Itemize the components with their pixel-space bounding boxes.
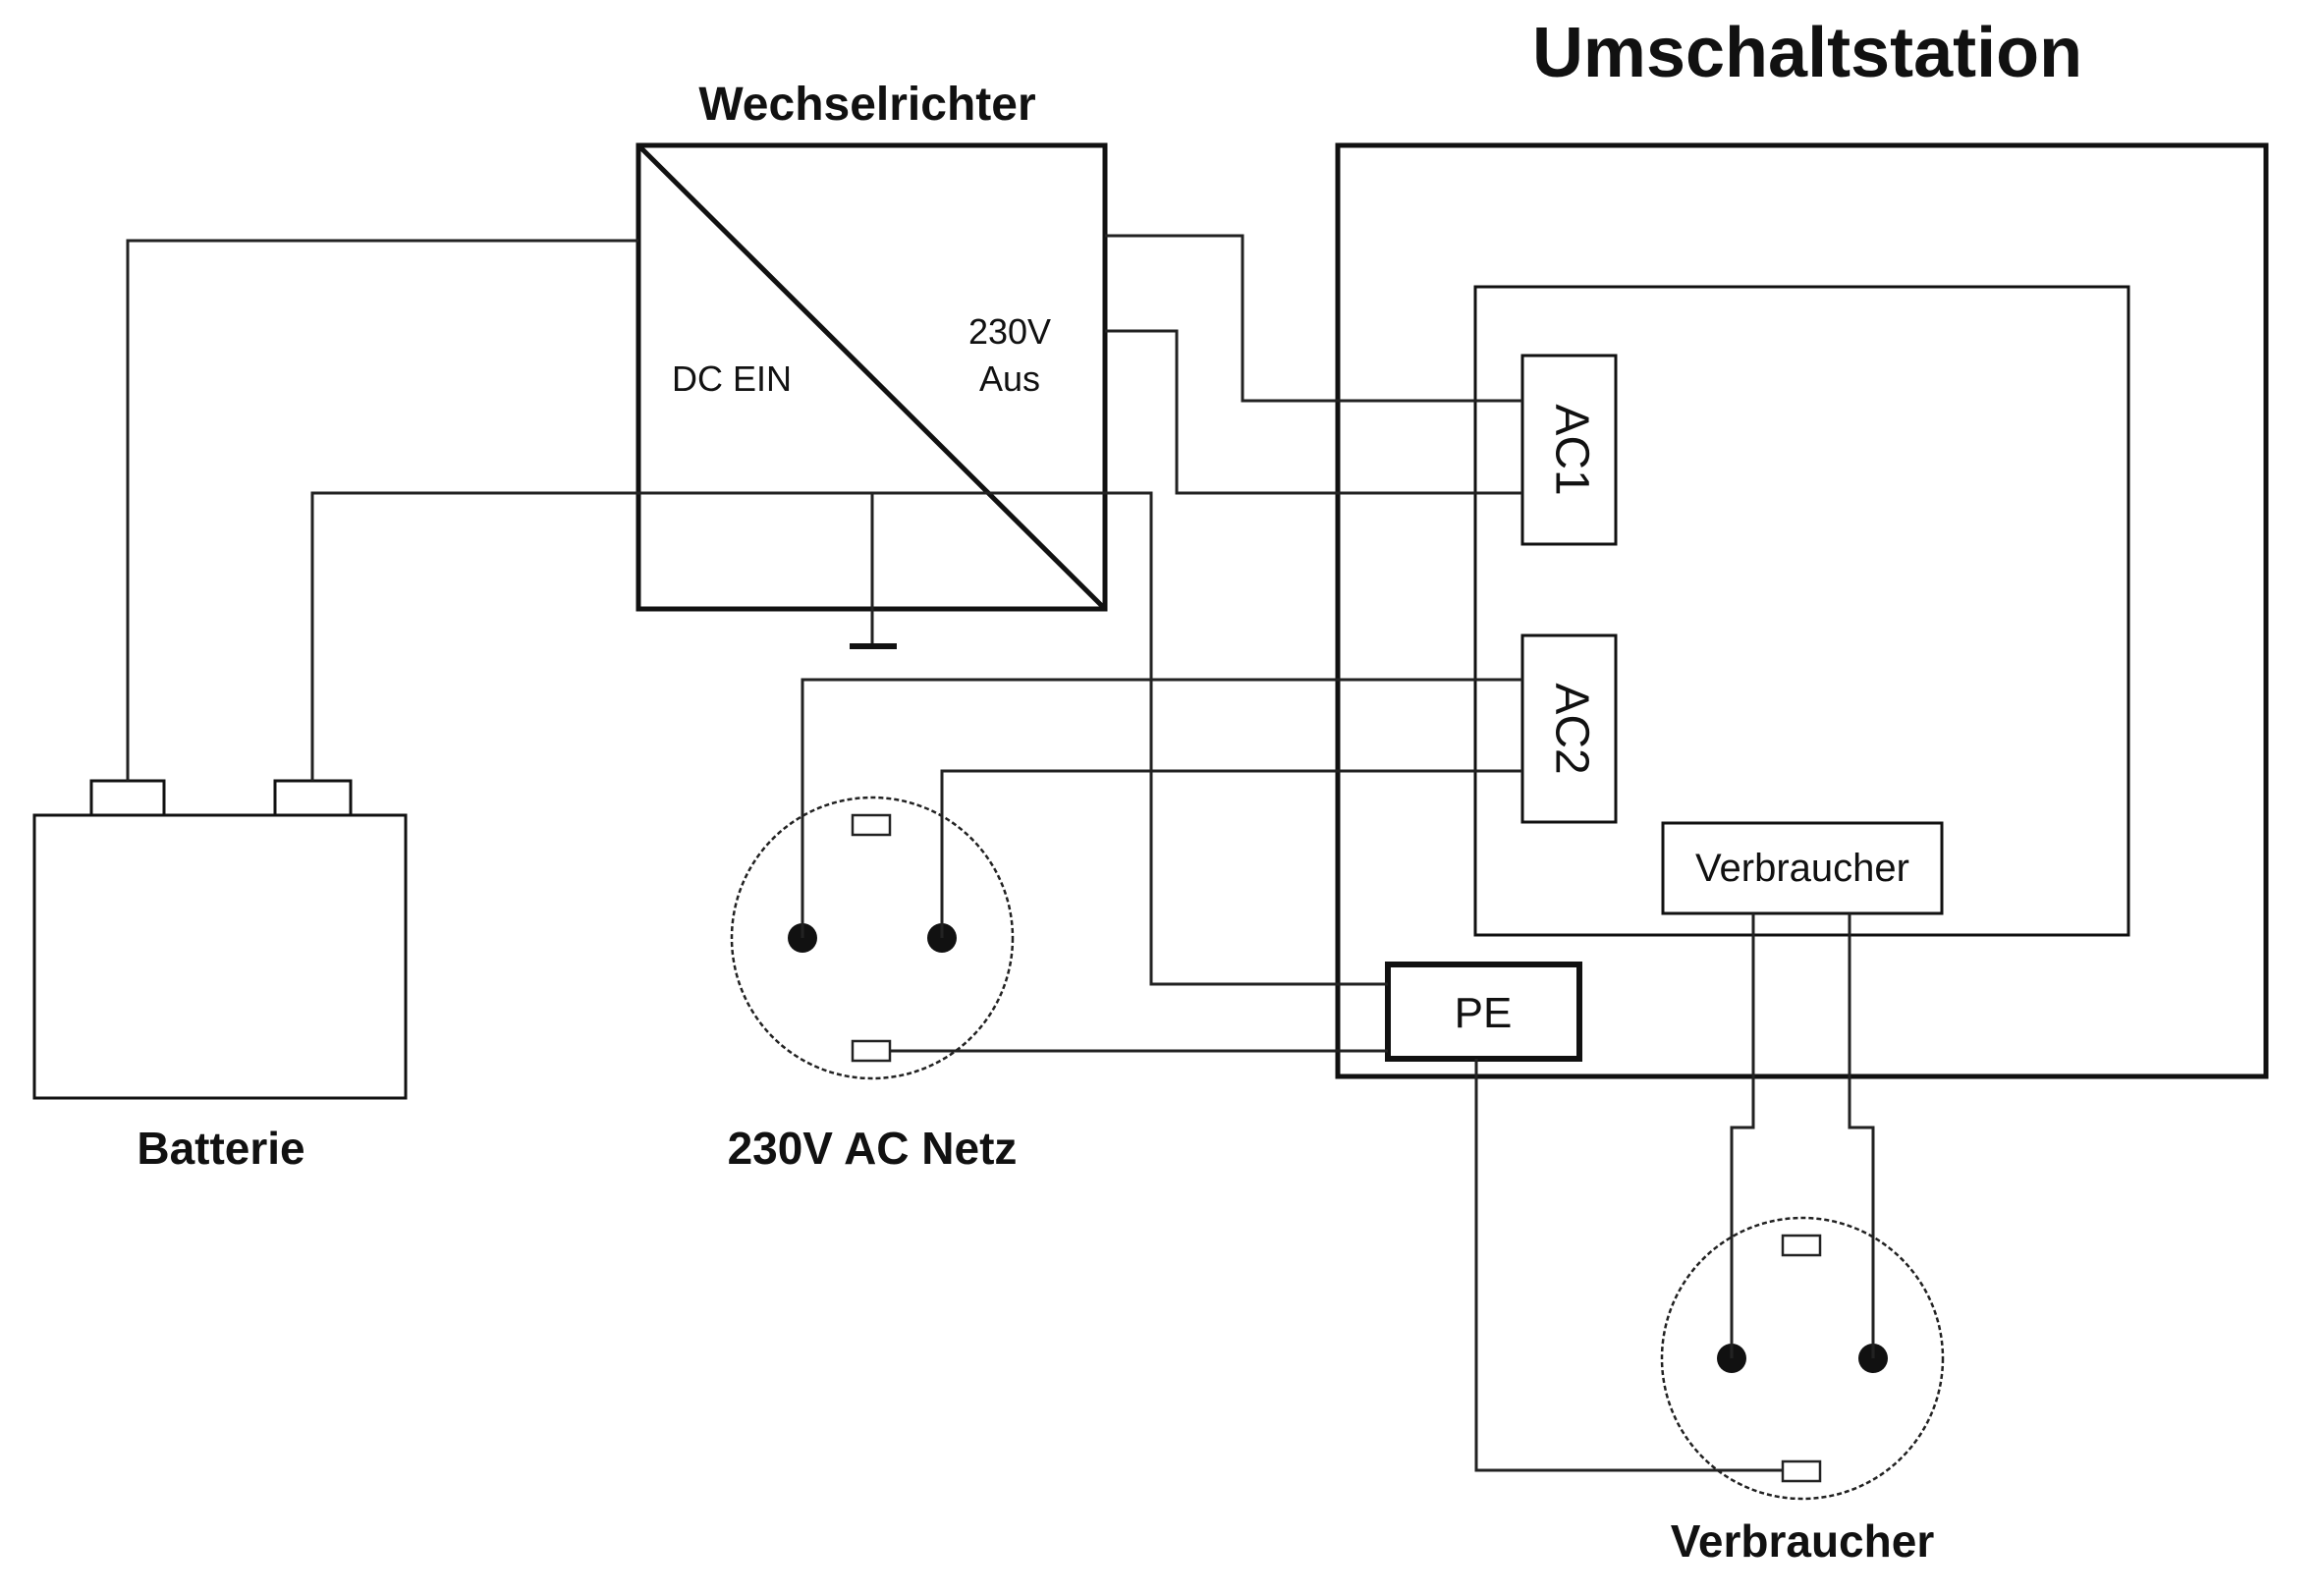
grid-socket: [730, 796, 1015, 1080]
verbraucher-terminal-label: Verbraucher: [1695, 847, 1909, 890]
ac-out-label-aus: Aus: [979, 358, 1040, 399]
umschaltstation-box: [1335, 142, 2269, 1079]
consumer-socket: [1660, 1216, 1945, 1501]
wechselrichter-title: Wechselrichter: [698, 79, 1035, 131]
wire-battery-plus: [126, 239, 638, 781]
wire-grid-n: [940, 769, 1522, 938]
ground-symbol: [850, 493, 897, 649]
switch-inner-box: [1473, 285, 2130, 937]
ac-out-label-voltage: 230V: [968, 311, 1051, 352]
battery: [32, 779, 408, 1100]
wire-consumer-pe: [1474, 1059, 1783, 1472]
inverter-diagonal: [636, 143, 1107, 611]
umschaltstation-title: Umschaltstation: [1532, 14, 2082, 92]
wire-ac-out-1: [1105, 234, 1522, 403]
ac2-label: AC2: [1545, 683, 1597, 774]
wire-consumer-n: [1848, 913, 1875, 1358]
ac1-label: AC1: [1545, 404, 1597, 495]
batterie-label: Batterie: [137, 1123, 304, 1174]
dc-ein-label: DC EIN: [672, 358, 792, 399]
ac1-terminal: [1520, 354, 1618, 546]
pe-label: PE: [1455, 989, 1513, 1037]
verbraucher-socket-label: Verbraucher: [1671, 1515, 1935, 1567]
netz-label: 230V AC Netz: [728, 1123, 1018, 1174]
ac2-terminal: [1520, 633, 1618, 824]
verbraucher-terminal: [1661, 821, 1944, 915]
wire-grid-l: [801, 678, 1522, 938]
wire-ac-out-2: [1105, 329, 1522, 495]
wire-consumer-l: [1730, 913, 1755, 1358]
wire-battery-minus-pe: [310, 491, 1388, 986]
pe-terminal: [1385, 962, 1582, 1062]
